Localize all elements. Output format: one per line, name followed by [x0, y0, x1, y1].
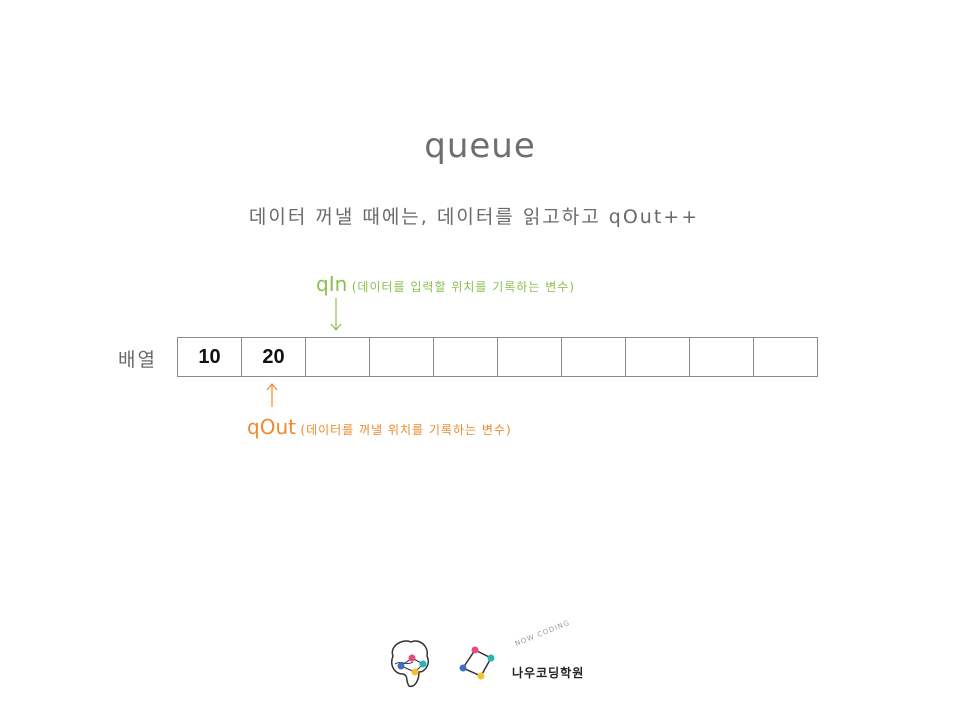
array-cell	[562, 338, 626, 376]
brand-name: 나우코딩학원	[512, 666, 585, 680]
qout-label: qOut (데이터를 꺼낼 위치를 기록하는 변수)	[247, 415, 512, 439]
brain-logo-icon	[391, 640, 430, 688]
array-cell	[498, 338, 562, 376]
array-cell: 20	[242, 338, 306, 376]
array-cell	[306, 338, 370, 376]
array-cell	[754, 338, 818, 376]
qout-arrow-icon	[266, 383, 278, 407]
array-cell: 10	[178, 338, 242, 376]
brand-logo: NOW CODING 나우코딩학원	[385, 619, 605, 692]
array-cell	[690, 338, 754, 376]
page-title: queue	[424, 126, 536, 166]
array-cell	[434, 338, 498, 376]
array-cell	[370, 338, 434, 376]
qout-desc: (데이터를 꺼낼 위치를 기록하는 변수)	[300, 423, 512, 437]
qin-label: qIn (데이터를 입력할 위치를 기록하는 변수)	[316, 272, 575, 296]
qout-name: qOut	[247, 415, 296, 439]
qin-arrow-icon	[330, 298, 342, 331]
page-subtitle: 데이터 꺼낼 때에는, 데이터를 읽고하고 qOut++	[248, 206, 700, 228]
qin-desc: (데이터를 입력할 위치를 기록하는 변수)	[351, 280, 575, 294]
array-label: 배열	[118, 349, 157, 371]
array-cell	[626, 338, 690, 376]
network-logo-icon	[459, 646, 495, 680]
brand-arc-text: NOW CODING	[514, 618, 572, 648]
qin-name: qIn	[316, 272, 348, 296]
